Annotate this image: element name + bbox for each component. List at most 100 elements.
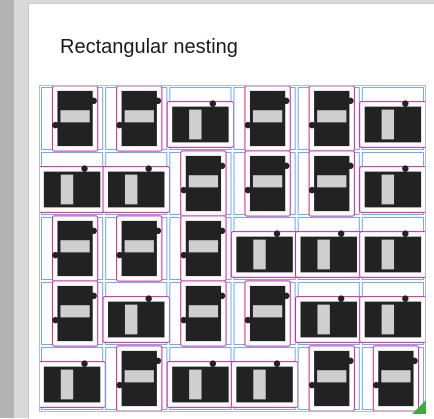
print-band [317, 370, 347, 383]
hole-mark [218, 227, 226, 235]
hole-mark [90, 97, 97, 105]
hole-mark [154, 227, 162, 235]
nested-part [169, 280, 232, 347]
print-band [124, 110, 154, 123]
hole-mark [402, 230, 409, 237]
hole-mark [373, 381, 380, 389]
print-band [381, 174, 395, 205]
hole-mark [90, 227, 97, 235]
print-band [124, 304, 138, 335]
hole-mark [244, 186, 252, 194]
hole-mark [347, 97, 354, 105]
nested-part [230, 217, 299, 280]
print-band [60, 240, 90, 253]
nested-part [233, 150, 296, 217]
hole-mark [116, 381, 123, 389]
print-band [252, 110, 283, 123]
hole-mark [283, 97, 290, 105]
hole-mark [218, 292, 226, 300]
hole-mark [52, 316, 59, 324]
nested-part [40, 152, 106, 215]
nesting-sheet [39, 85, 426, 412]
hole-mark [308, 381, 316, 389]
print-band [317, 175, 347, 188]
print-band [189, 369, 202, 400]
hole-mark [347, 162, 354, 170]
hole-mark [402, 295, 409, 302]
hole-mark [337, 295, 345, 302]
nested-part [41, 280, 104, 347]
nested-part [169, 150, 232, 217]
hole-mark [273, 360, 281, 367]
nested-part [102, 282, 170, 345]
nested-part [359, 152, 425, 215]
hole-mark [81, 360, 88, 367]
nested-part [361, 345, 425, 411]
nested-part [40, 347, 106, 410]
hole-mark [347, 357, 354, 365]
hole-mark [116, 251, 123, 259]
hole-mark [180, 316, 187, 324]
print-band [253, 239, 266, 270]
hole-mark [308, 121, 316, 129]
hole-mark [402, 100, 409, 107]
hole-mark [52, 251, 59, 259]
nested-part [359, 217, 425, 280]
nested-part [41, 86, 104, 152]
print-band [381, 109, 395, 140]
nested-part [102, 152, 170, 215]
print-band [124, 370, 154, 383]
hole-mark [145, 295, 152, 302]
nesting-layout [40, 86, 425, 411]
hole-mark [273, 230, 281, 237]
hole-mark [283, 162, 290, 170]
hole-mark [337, 230, 345, 237]
hole-mark [116, 121, 123, 129]
nested-part [230, 347, 299, 410]
nested-part [359, 87, 425, 150]
print-band [188, 175, 219, 188]
print-band [317, 304, 330, 335]
hole-mark [283, 292, 290, 300]
nested-part [295, 217, 363, 280]
nested-part [105, 86, 168, 152]
hole-mark [218, 162, 226, 170]
hole-mark [145, 165, 152, 172]
hole-mark [244, 316, 252, 324]
nested-part [297, 86, 360, 152]
print-band [317, 239, 330, 270]
nested-part [295, 282, 363, 345]
print-band [253, 369, 266, 400]
left-panel [0, 0, 14, 418]
nested-part [105, 345, 168, 411]
nested-part [297, 150, 360, 217]
hole-mark [90, 292, 97, 300]
print-band [124, 174, 138, 205]
hole-mark [411, 357, 418, 365]
hole-mark [154, 357, 162, 365]
print-band [381, 370, 411, 383]
print-band [60, 305, 90, 318]
print-band [252, 305, 283, 318]
print-band [189, 109, 202, 140]
nested-part [105, 215, 168, 282]
nested-part [233, 86, 296, 152]
print-band [317, 110, 347, 123]
print-band [60, 110, 90, 123]
hole-mark [52, 121, 59, 129]
hole-mark [209, 100, 217, 107]
nested-part [169, 215, 232, 282]
nested-part [41, 215, 104, 282]
slide-title: Rectangular nesting [60, 36, 238, 58]
print-band [381, 239, 395, 270]
print-band [252, 175, 283, 188]
hole-mark [81, 165, 88, 172]
nested-part [166, 347, 235, 410]
nested-part [166, 87, 235, 150]
print-band [188, 305, 219, 318]
print-band [188, 240, 219, 253]
resize-handle-icon[interactable] [412, 400, 426, 414]
hole-mark [402, 165, 409, 172]
nested-part [359, 282, 425, 345]
hole-mark [154, 97, 162, 105]
